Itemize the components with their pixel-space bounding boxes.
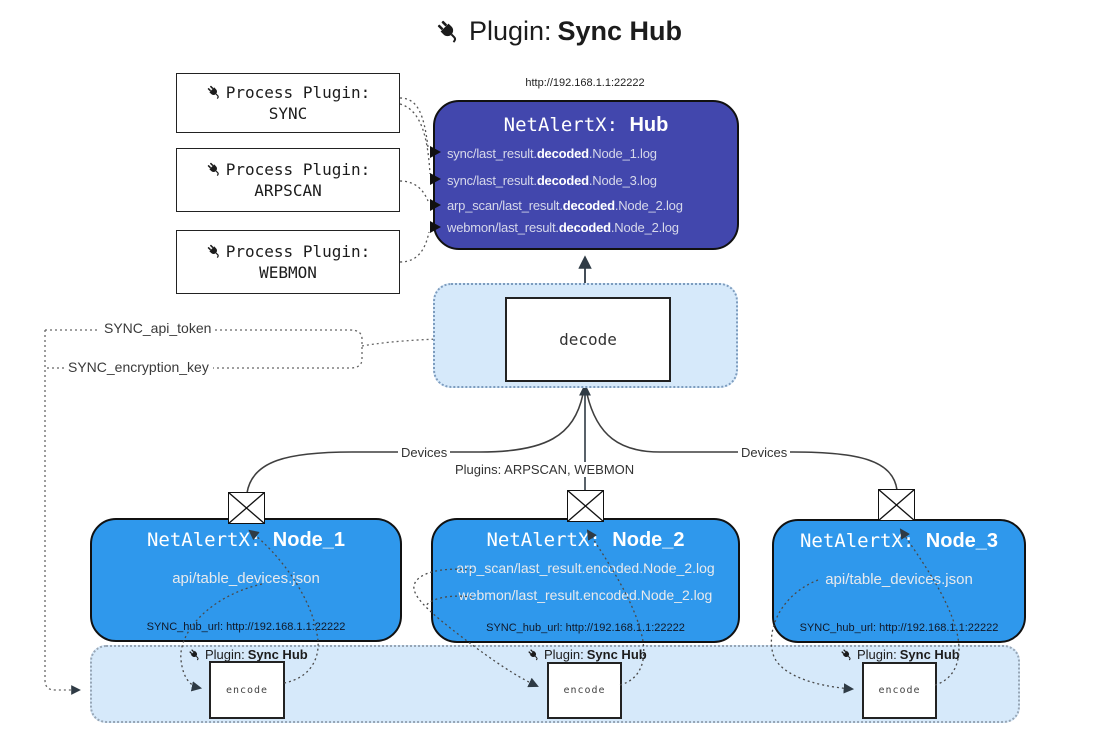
envelope-icon [567,490,604,522]
process-plugin-box-sync: Process Plugin: SYNC [176,73,400,133]
edge-secrets-to-encoder-bar [44,330,81,695]
plug-icon [189,648,199,660]
node2-line: webmon/last_result.encoded.Node_2.log [458,587,713,603]
plug-icon [437,20,456,43]
bar-plugin-label: Plugin: Sync Hub [840,647,960,662]
edge-plugins-to-hub [399,97,431,263]
hub-title: NetAlertX: Hub [435,114,737,137]
plug-icon [841,648,851,660]
node3-box: NetAlertX: Node_3 api/table_devices.json… [772,519,1026,643]
node1-footer: SYNC_hub_url: http://192.168.1.1:22222 [146,621,346,633]
devices-label-right: Devices [738,445,791,460]
node2-box: NetAlertX: Node_2 arp_scan/last_result.e… [431,518,740,643]
envelope-icon [228,492,265,524]
process-plugin-name: WEBMON [259,263,317,282]
process-plugin-name: ARPSCAN [254,181,322,200]
decode-box: decode [505,297,671,382]
diagram-title: Plugin: Sync Hub [0,16,1117,47]
plugins-label-mid: Plugins: ARPSCAN, WEBMON [452,462,638,477]
node3-footer: SYNC_hub_url: http://192.168.1.1:22222 [799,622,999,634]
envelope-icon [878,489,915,521]
hub-title-prefix: NetAlertX: [503,114,630,136]
node1-line: api/table_devices.json [172,570,320,587]
bar-plugin-label: Plugin: Sync Hub [527,647,647,662]
hub-log-line: sync/last_result.decoded.Node_1.log [447,146,657,161]
process-plugin-box-arpscan: Process Plugin: ARPSCAN [176,148,400,212]
sync-api-token-label: SYNC_api_token [100,320,216,336]
node2-footer: SYNC_hub_url: http://192.168.1.1:22222 [486,622,685,634]
plug-icon [207,162,219,177]
encode-box: encode [547,662,622,719]
hub-log-line: arp_scan/last_result.decoded.Node_2.log [447,198,683,213]
edge-node1-devices [246,393,584,494]
bar-plugin-label: Plugin: Sync Hub [188,647,308,662]
process-plugin-label: Process Plugin: [225,242,371,261]
node2-line: arp_scan/last_result.encoded.Node_2.log [456,560,715,576]
hub-title-name: Hub [629,114,669,136]
node3-title: NetAlertX: Node_3 [799,530,999,552]
hub-box: NetAlertX: Hub sync/last_result.decoded.… [433,100,739,250]
plug-icon [207,85,219,100]
process-plugin-label: Process Plugin: [225,83,371,102]
title-name: Sync Hub [557,16,683,46]
sync-encryption-key-label: SYNC_encryption_key [64,359,213,375]
hub-log-line: sync/last_result.decoded.Node_3.log [447,173,657,188]
title-prefix: Plugin: [468,16,552,46]
hub-url: http://192.168.1.1:22222 [525,77,645,89]
node3-line: api/table_devices.json [825,571,973,588]
node1-box: NetAlertX: Node_1 api/table_devices.json… [90,518,402,642]
devices-label-left: Devices [398,445,451,460]
node2-title: NetAlertX: Node_2 [486,529,685,551]
hub-log-line: webmon/last_result.decoded.Node_2.log [447,220,679,235]
encode-box: encode [209,661,285,719]
process-plugin-box-webmon: Process Plugin: WEBMON [176,230,400,294]
plug-icon [207,244,219,259]
node1-title: NetAlertX: Node_1 [146,529,346,551]
plug-icon [528,648,538,660]
process-plugin-name: SYNC [268,104,308,123]
encode-box: encode [862,662,937,719]
process-plugin-label: Process Plugin: [225,160,371,179]
